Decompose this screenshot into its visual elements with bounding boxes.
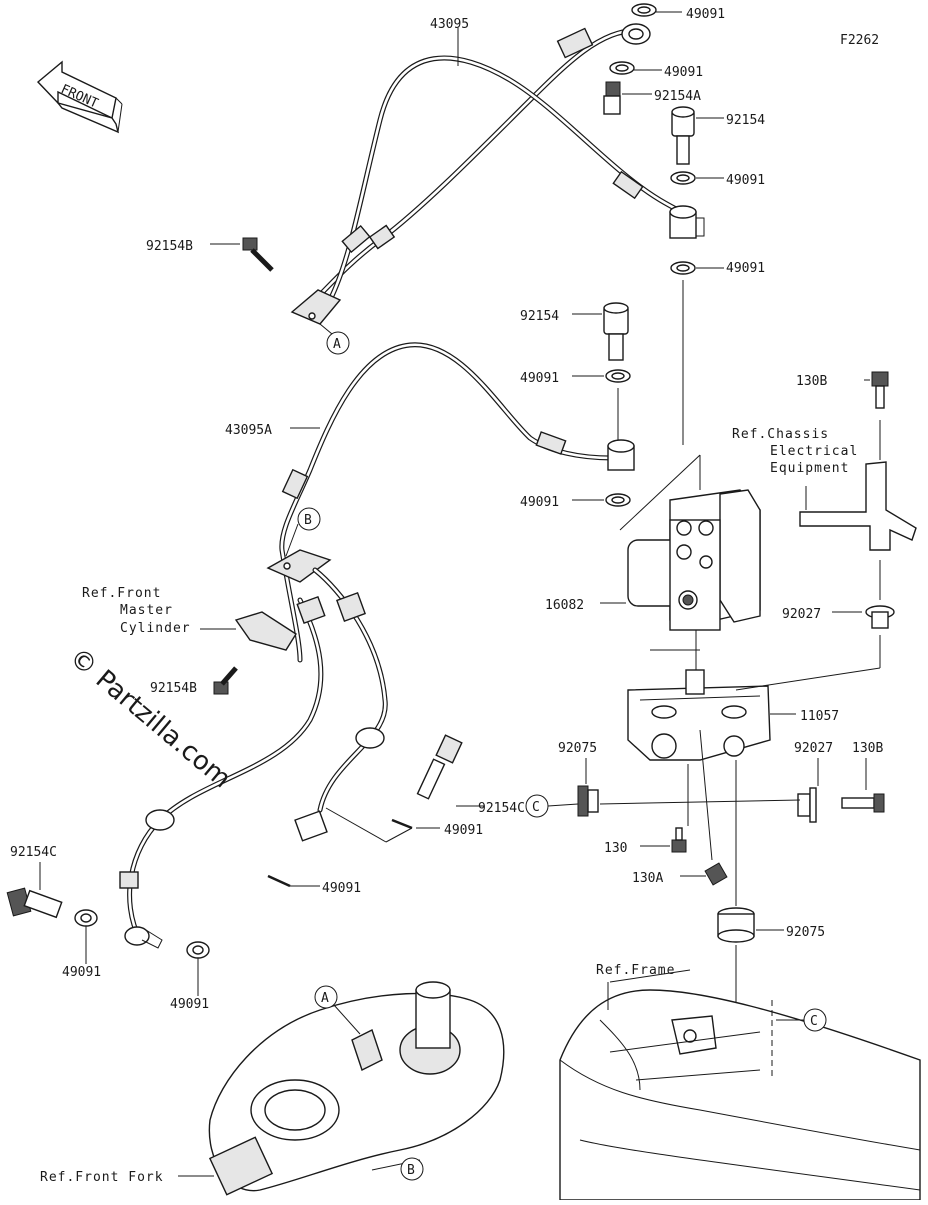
bolts-and-washers: [6, 3, 696, 959]
callout-a2: A: [314, 985, 361, 1035]
label-49091-a: 49091: [686, 7, 725, 22]
ref-chassis-line2: Electrical: [770, 444, 858, 459]
label-49091-f: 49091: [520, 495, 559, 510]
ref-master-line2: Master: [120, 603, 173, 618]
ref-frame: Ref.Frame: [596, 963, 675, 978]
label-49091-e: 49091: [520, 371, 559, 386]
label-43095A: 43095A: [225, 423, 272, 438]
label-11057: 11057: [800, 709, 839, 724]
front-arrow-icon: FRONT: [36, 60, 123, 134]
callout-c2: C: [776, 1008, 827, 1032]
label-92154A: 92154A: [654, 89, 701, 104]
svg-text:C: C: [810, 1014, 818, 1029]
callout-b2: B: [400, 1157, 424, 1181]
label-43095: 43095: [430, 17, 469, 32]
label-49091-c: 49091: [726, 173, 765, 188]
svg-text:A: A: [321, 991, 329, 1006]
callout-b1: B: [285, 507, 321, 557]
svg-text:B: B: [407, 1163, 415, 1178]
diagram-code: F2262: [840, 33, 879, 48]
label-130B-top: 130B: [796, 374, 827, 389]
svg-text:C: C: [532, 800, 540, 815]
label-92027-b: 92027: [794, 741, 833, 756]
brake-hose-43095: [290, 23, 705, 325]
label-49091-h: 49091: [322, 881, 361, 896]
label-130: 130: [604, 841, 627, 856]
reference-labels: Ref.Chassis Electrical Equipment Ref.Fro…: [40, 427, 858, 1185]
label-92154C-left: 92154C: [10, 845, 57, 860]
abs-hydraulic-unit: [617, 280, 761, 631]
label-16082: 16082: [545, 598, 584, 613]
part-labels: 43095 49091 49091 92154A 92154 49091 921…: [10, 7, 883, 1012]
label-92154B-top: 92154B: [146, 239, 193, 254]
ref-chassis-line3: Equipment: [770, 461, 849, 476]
watermark: © Partzilla.com: [64, 642, 237, 794]
chassis-bracket: [577, 371, 917, 1018]
label-92027-a: 92027: [782, 607, 821, 622]
label-92154-lower: 92154: [520, 309, 559, 324]
label-92154: 92154: [726, 113, 765, 128]
ref-front-fork: Ref.Front Fork: [40, 1170, 164, 1185]
ref-chassis-line1: Ref.Chassis: [732, 427, 829, 442]
label-92075-b: 92075: [786, 925, 825, 940]
callout-c1: C: [525, 794, 579, 818]
label-130A: 130A: [632, 871, 663, 886]
label-92075-a: 92075: [558, 741, 597, 756]
label-49091-b: 49091: [664, 65, 703, 80]
ref-master-line3: Cylinder: [120, 621, 191, 636]
label-49091-g: 49091: [444, 823, 483, 838]
label-92154B-mid: 92154B: [150, 681, 197, 696]
brake-hose-43095A: [119, 342, 635, 949]
frame-illustration: [559, 982, 921, 1201]
abs-bracket: [627, 630, 881, 761]
svg-text:B: B: [304, 513, 312, 528]
label-130B-right: 130B: [852, 741, 883, 756]
label-92154C-mid: 92154C: [478, 801, 525, 816]
label-49091-j: 49091: [170, 997, 209, 1012]
front-fork-illustration: [208, 981, 505, 1196]
label-49091-d: 49091: [726, 261, 765, 276]
callout-a1: A: [319, 323, 350, 355]
leader-lines: [39, 11, 870, 1177]
svg-text:A: A: [333, 337, 341, 352]
ref-master-line1: Ref.Front: [82, 586, 161, 601]
label-49091-i: 49091: [62, 965, 101, 980]
